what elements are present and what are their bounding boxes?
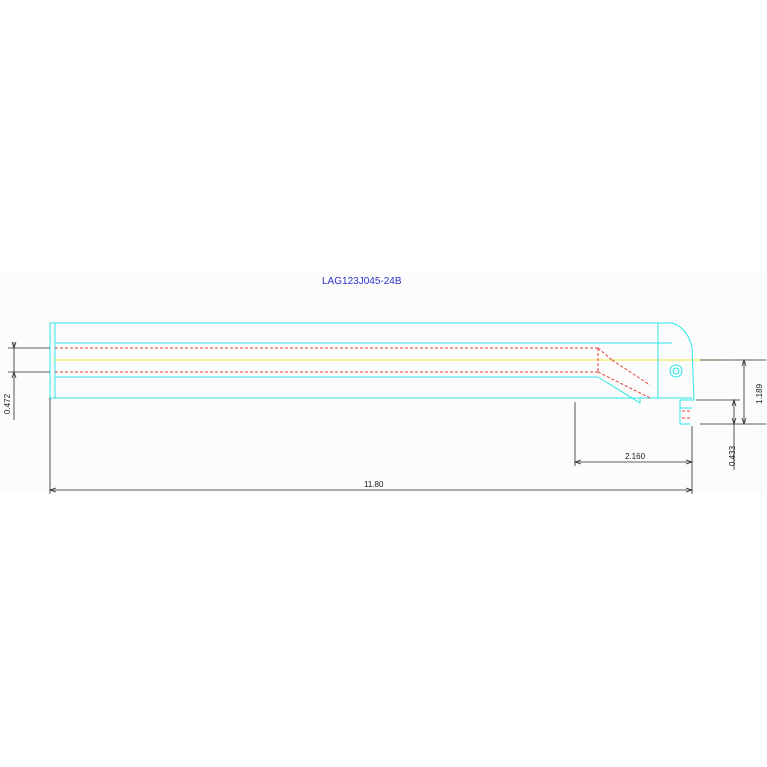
dim-shank-offset: 0.472 (3, 393, 12, 414)
part-number-title: LAG123J045-24B (322, 276, 402, 287)
dim-head-height: 1.189 (755, 383, 764, 404)
dim-insert-offset: 0.433 (728, 445, 737, 466)
tool-body-outline (49, 322, 695, 425)
dim-overall-length: 11.80 (364, 480, 384, 489)
dimension-lines (8, 341, 766, 494)
coolant-channel (55, 347, 692, 419)
drawing-band (0, 272, 767, 494)
dim-head-length: 2.160 (625, 452, 646, 461)
